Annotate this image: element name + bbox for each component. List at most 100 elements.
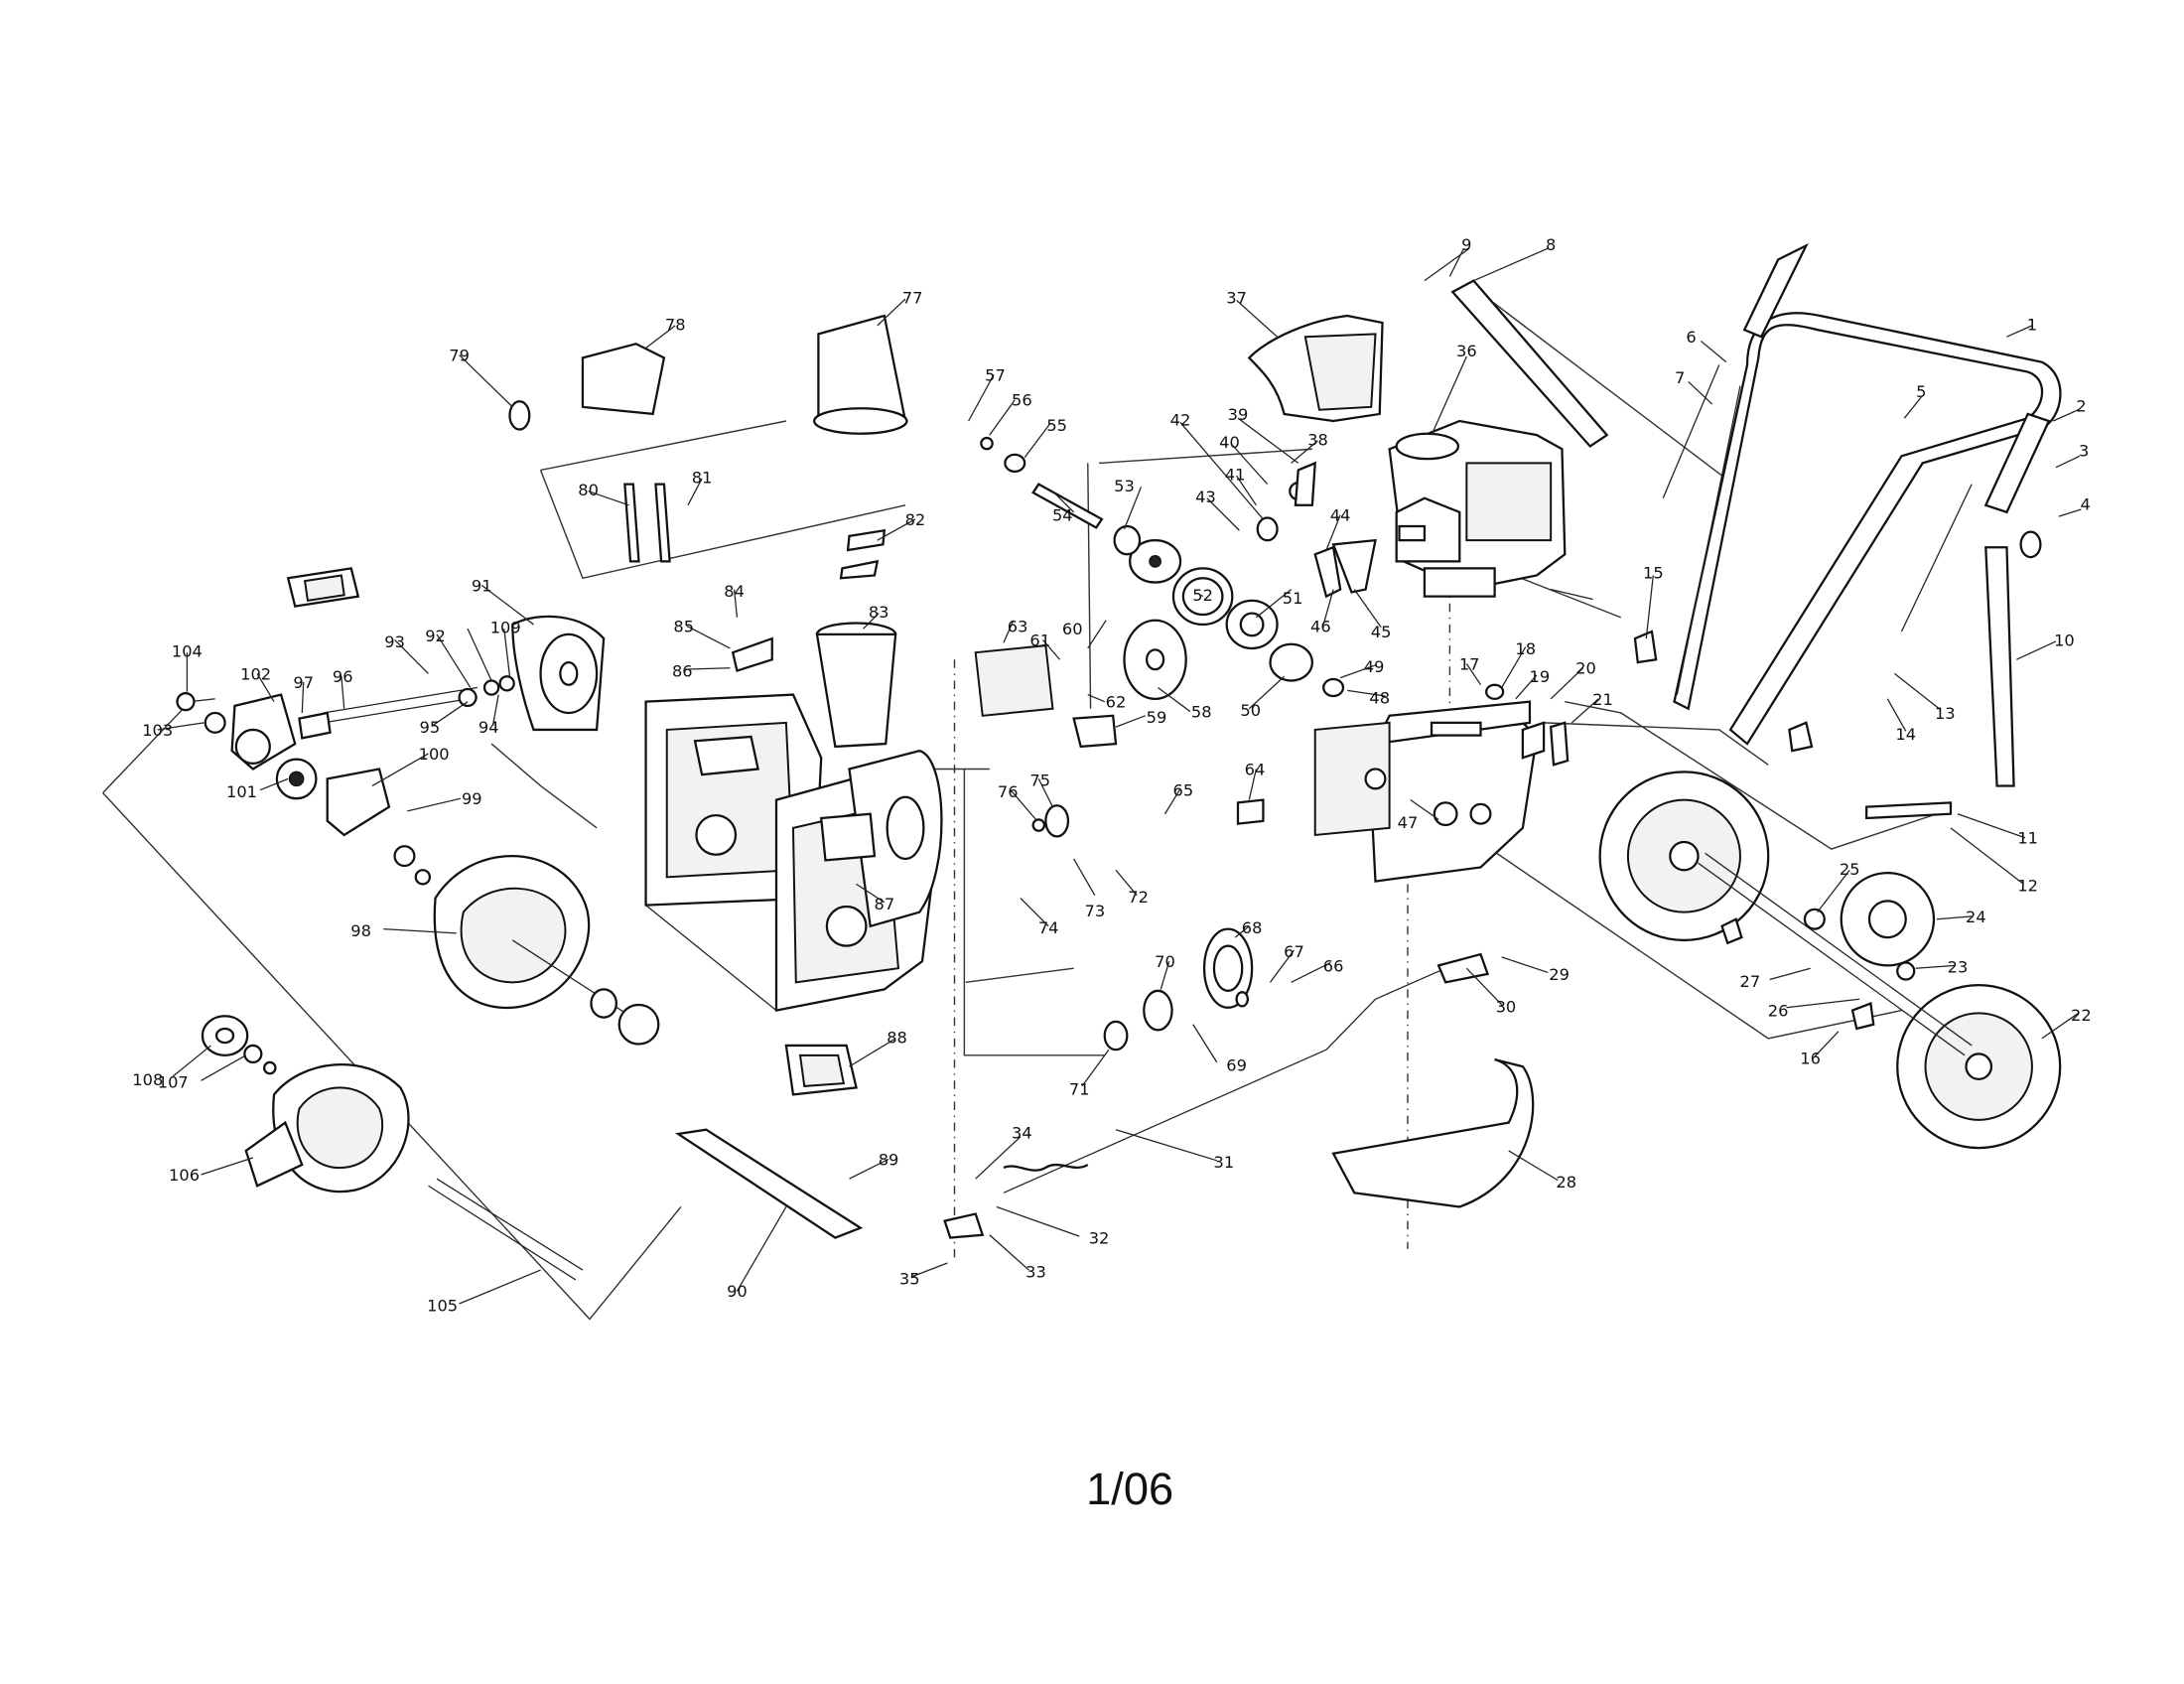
- callout-96: 96: [333, 667, 353, 686]
- callout-64: 64: [1245, 760, 1266, 778]
- callout-69: 69: [1226, 1056, 1247, 1075]
- leader-lines: [157, 247, 2082, 1305]
- callout-80: 80: [578, 481, 599, 499]
- callout-26: 26: [1768, 1002, 1789, 1021]
- callout-37: 37: [1226, 289, 1247, 308]
- callout-104: 104: [172, 642, 203, 661]
- callout-87: 87: [874, 895, 894, 913]
- callout-32: 32: [1089, 1228, 1110, 1247]
- callout-4: 4: [2080, 494, 2090, 513]
- callout-85: 85: [673, 617, 694, 635]
- callout-34: 34: [1012, 1123, 1032, 1142]
- callout-54: 54: [1052, 506, 1073, 525]
- callout-108: 108: [132, 1070, 163, 1089]
- callout-41: 41: [1225, 466, 1246, 485]
- callout-57: 57: [985, 365, 1006, 384]
- callout-92: 92: [425, 627, 446, 645]
- callout-31: 31: [1214, 1153, 1235, 1172]
- callout-68: 68: [1242, 918, 1263, 937]
- callout-76: 76: [998, 782, 1019, 801]
- callout-51: 51: [1283, 589, 1303, 608]
- callout-18: 18: [1515, 639, 1536, 658]
- callout-6: 6: [1686, 328, 1696, 347]
- callout-24: 24: [1966, 908, 1986, 926]
- callout-72: 72: [1128, 888, 1149, 907]
- callout-94: 94: [478, 718, 499, 737]
- auger-housing: [644, 693, 943, 1012]
- callout-27: 27: [1740, 972, 1761, 991]
- engine: [1388, 419, 1567, 598]
- callout-14: 14: [1895, 725, 1916, 744]
- callout-105: 105: [427, 1296, 458, 1315]
- callout-16: 16: [1800, 1050, 1821, 1068]
- callout-15: 15: [1643, 564, 1664, 583]
- callout-62: 62: [1106, 693, 1127, 712]
- callout-77: 77: [902, 289, 923, 308]
- callout-33: 33: [1025, 1262, 1046, 1281]
- callout-29: 29: [1549, 965, 1570, 984]
- callout-93: 93: [384, 632, 405, 651]
- callout-71: 71: [1069, 1080, 1090, 1099]
- callout-20: 20: [1575, 659, 1596, 678]
- callout-44: 44: [1330, 506, 1351, 525]
- frame-housing: [974, 644, 1570, 883]
- scraper-skid: [674, 952, 1535, 1239]
- callout-39: 39: [1228, 405, 1249, 424]
- callout-56: 56: [1012, 391, 1032, 410]
- callout-107: 107: [158, 1073, 189, 1092]
- callout-47: 47: [1398, 813, 1419, 832]
- callout-10: 10: [2054, 631, 2075, 649]
- callout-2: 2: [2076, 396, 2086, 415]
- callout-59: 59: [1147, 708, 1167, 727]
- callout-36: 36: [1456, 342, 1477, 360]
- callout-50: 50: [1240, 701, 1261, 720]
- callout-28: 28: [1556, 1173, 1576, 1192]
- callout-67: 67: [1284, 942, 1304, 961]
- callout-13: 13: [1935, 704, 1956, 723]
- drive-pulleys: [980, 436, 1377, 1052]
- callout-25: 25: [1840, 860, 1860, 879]
- callout-58: 58: [1191, 702, 1212, 721]
- callout-102: 102: [240, 664, 271, 683]
- callout-99: 99: [462, 789, 482, 808]
- callout-11: 11: [2017, 829, 2038, 848]
- callout-55: 55: [1046, 416, 1067, 435]
- callout-101: 101: [226, 782, 257, 801]
- callout-109: 109: [490, 619, 521, 637]
- callout-97: 97: [293, 673, 314, 692]
- callout-8: 8: [1546, 235, 1556, 254]
- callout-5: 5: [1916, 382, 1926, 401]
- callout-90: 90: [727, 1282, 748, 1301]
- callout-7: 7: [1675, 368, 1685, 387]
- callout-83: 83: [869, 603, 889, 622]
- callout-52: 52: [1192, 586, 1213, 605]
- callout-82: 82: [905, 510, 926, 529]
- auger-gearbox: [176, 567, 606, 886]
- callout-12: 12: [2017, 877, 2038, 896]
- discharge-chute: [508, 314, 908, 749]
- callout-3: 3: [2079, 442, 2089, 461]
- callout-9: 9: [1461, 235, 1471, 254]
- callout-45: 45: [1371, 623, 1392, 641]
- callout-103: 103: [142, 721, 173, 740]
- callout-60: 60: [1062, 620, 1083, 638]
- callout-35: 35: [899, 1269, 920, 1288]
- callout-46: 46: [1310, 617, 1331, 635]
- callout-17: 17: [1459, 654, 1480, 673]
- callout-98: 98: [350, 921, 371, 940]
- callout-66: 66: [1323, 956, 1344, 975]
- callout-23: 23: [1948, 958, 1969, 977]
- callout-84: 84: [724, 582, 745, 601]
- callout-21: 21: [1592, 690, 1613, 709]
- callout-106: 106: [169, 1166, 200, 1185]
- wheels-axle: [1598, 771, 2062, 1150]
- callout-38: 38: [1307, 430, 1328, 449]
- callout-19: 19: [1530, 667, 1551, 686]
- callout-75: 75: [1029, 772, 1050, 790]
- callout-53: 53: [1114, 477, 1135, 495]
- callout-49: 49: [1364, 657, 1385, 676]
- callout-43: 43: [1195, 488, 1216, 506]
- augers: [201, 855, 660, 1281]
